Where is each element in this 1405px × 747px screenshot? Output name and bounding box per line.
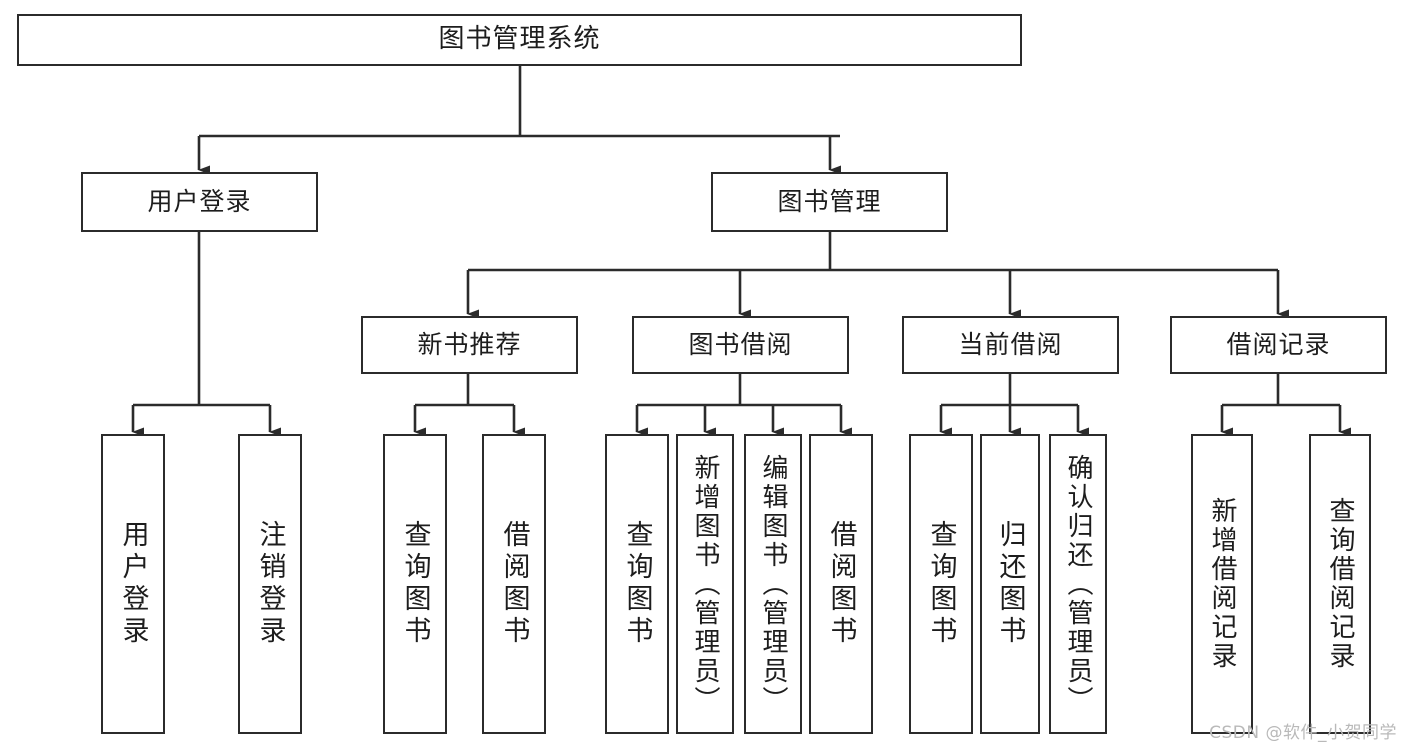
leaf-borrow-record-add-record[interactable]: 新增借阅记录: [1191, 434, 1253, 734]
node-label: 图书管理: [777, 186, 882, 216]
leaf-new-book-query-book[interactable]: 查询图书: [383, 434, 447, 734]
node-user-login[interactable]: 用户登录: [81, 172, 318, 232]
leaf-borrow-record-query-record[interactable]: 查询借阅记录: [1309, 434, 1371, 734]
node-label: 用户登录: [117, 520, 149, 648]
node-label: 图书管理系统: [438, 24, 601, 55]
node-label: 归还图书: [994, 520, 1026, 648]
node-label: 查询图书: [399, 520, 431, 648]
node-label: 编辑图书（管理员）: [758, 453, 788, 715]
node-label: 新增图书（管理员）: [690, 453, 720, 715]
leaf-book-borrow-query-book[interactable]: 查询图书: [605, 434, 669, 734]
leaf-current-borrow-return-book[interactable]: 归还图书: [980, 434, 1040, 734]
node-book-management[interactable]: 图书管理: [711, 172, 948, 232]
leaf-current-borrow-query-book[interactable]: 查询图书: [909, 434, 973, 734]
node-label: 借阅记录: [1226, 329, 1331, 359]
node-label: 查询图书: [925, 520, 957, 648]
node-label: 新增借阅记录: [1207, 497, 1237, 671]
node-label: 确认归还（管理员）: [1063, 453, 1093, 715]
node-label: 新书推荐: [417, 329, 522, 359]
node-new-book-recommend[interactable]: 新书推荐: [361, 316, 578, 374]
leaf-book-borrow-edit-book-admin[interactable]: 编辑图书（管理员）: [744, 434, 802, 734]
node-label: 借阅图书: [498, 520, 530, 648]
node-label: 查询图书: [621, 520, 653, 648]
csdn-watermark: CSDN @软件_小贺同学: [1209, 723, 1397, 743]
node-label: 图书借阅: [688, 329, 793, 359]
node-label: 注销登录: [254, 520, 286, 648]
leaf-book-borrow-borrow-book[interactable]: 借阅图书: [809, 434, 873, 734]
leaf-book-borrow-add-book-admin[interactable]: 新增图书（管理员）: [676, 434, 734, 734]
node-current-borrow[interactable]: 当前借阅: [902, 316, 1119, 374]
leaf-new-book-borrow-book[interactable]: 借阅图书: [482, 434, 546, 734]
leaf-user-login-logout[interactable]: 注销登录: [238, 434, 302, 734]
node-root-system[interactable]: 图书管理系统: [17, 14, 1022, 66]
node-label: 查询借阅记录: [1325, 497, 1355, 671]
node-label: 用户登录: [147, 186, 252, 216]
leaf-current-borrow-confirm-return-admin[interactable]: 确认归还（管理员）: [1049, 434, 1107, 734]
node-book-borrow[interactable]: 图书借阅: [632, 316, 849, 374]
node-label: 当前借阅: [958, 329, 1063, 359]
node-borrow-record[interactable]: 借阅记录: [1170, 316, 1387, 374]
node-label: 借阅图书: [825, 520, 857, 648]
leaf-user-login-login[interactable]: 用户登录: [101, 434, 165, 734]
